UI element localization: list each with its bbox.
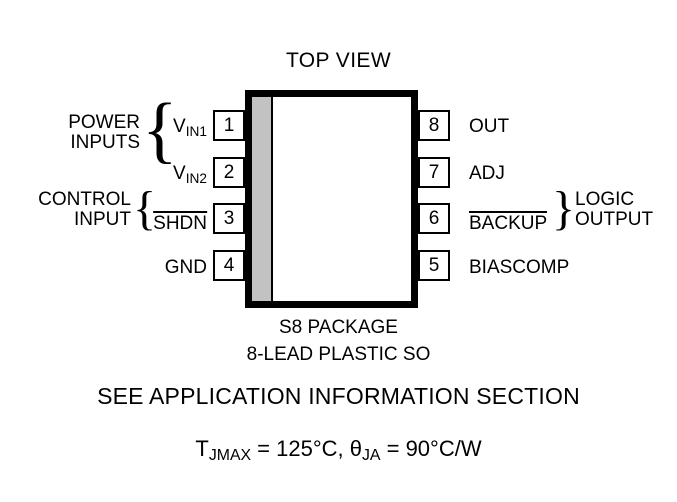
pin-label-backup-text: BACKUP xyxy=(469,211,548,234)
pin-box-7: 7 xyxy=(418,157,450,188)
pin-label-vin2-subscript: IN2 xyxy=(185,170,207,186)
thermal-specification-label: TJMAX = 125°C, θJA = 90°C/W xyxy=(0,436,677,464)
package-description-label: 8-LEAD PLASTIC SO xyxy=(246,344,431,365)
package-pin1-notch-stripe xyxy=(252,97,273,301)
pin-label-adj: ADJ xyxy=(469,164,505,183)
pin-label-out: OUT xyxy=(469,117,509,136)
package-name-label: S8 PACKAGE xyxy=(279,317,398,338)
pin-label-gnd-text: GND xyxy=(164,257,207,278)
pin-box-8: 8 xyxy=(418,110,450,141)
tjmax-value: = 125°C, xyxy=(251,436,350,461)
theta-ja-value: = 90°C/W xyxy=(380,436,482,461)
group-label-power-inputs-line2: INPUTS xyxy=(70,132,140,153)
brace-control-input: { xyxy=(133,182,157,235)
pin-label-gnd: GND xyxy=(165,258,207,277)
tjmax-symbol: T xyxy=(195,436,209,461)
pin-label-vin2: VIN2 xyxy=(173,163,207,186)
group-label-logic-output-line2: OUTPUT xyxy=(575,209,654,230)
pin-label-biascomp: BIASCOMP xyxy=(469,258,569,277)
brace-logic-output: } xyxy=(552,182,576,235)
group-label-control-input-line1: CONTROL xyxy=(38,189,131,210)
pin-label-vin1: VIN1 xyxy=(173,116,207,139)
pin-box-5: 5 xyxy=(418,250,450,281)
group-label-logic-output: LOGIC OUTPUT xyxy=(575,190,653,230)
pin-label-vin2-base: V xyxy=(173,163,186,184)
group-label-power-inputs: POWER INPUTS xyxy=(68,113,140,153)
pin-label-biascomp-text: BIASCOMP xyxy=(469,257,570,278)
pin-label-out-text: OUT xyxy=(469,116,510,137)
tjmax-subscript: JMAX xyxy=(208,447,252,465)
group-label-power-inputs-line1: POWER xyxy=(68,112,140,133)
package-body-outline xyxy=(245,90,418,308)
pin-label-vin1-base: V xyxy=(173,116,186,137)
theta-ja-subscript: JA xyxy=(362,447,381,465)
pin-label-shdn: SHDN xyxy=(153,211,207,233)
brace-power-inputs: { xyxy=(142,89,178,171)
group-label-control-input: CONTROL INPUT xyxy=(38,190,131,230)
group-label-logic-output-line1: LOGIC xyxy=(575,189,635,210)
pin-label-backup: BACKUP xyxy=(469,211,548,234)
pin-box-6: 6 xyxy=(418,203,450,234)
pin-label-adj-text: ADJ xyxy=(469,163,505,184)
theta-ja-symbol: θ xyxy=(349,436,363,461)
top-view-label: TOP VIEW xyxy=(285,49,392,72)
pin-box-4: 4 xyxy=(213,250,245,281)
see-application-information-label: SEE APPLICATION INFORMATION SECTION xyxy=(97,383,580,409)
pin-label-vin1-subscript: IN1 xyxy=(185,123,207,139)
pin-box-1: 1 xyxy=(213,110,245,141)
pin-box-3: 3 xyxy=(213,203,245,234)
pin-box-2: 2 xyxy=(213,157,245,188)
pin-label-shdn-text: SHDN xyxy=(153,211,207,234)
group-label-control-input-line2: INPUT xyxy=(74,209,131,230)
